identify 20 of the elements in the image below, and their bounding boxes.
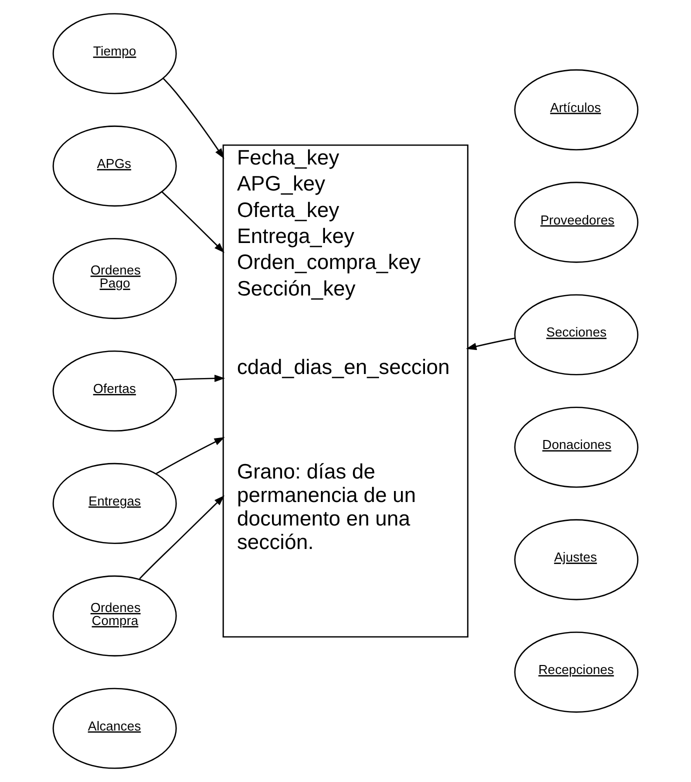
arrow: [156, 437, 225, 474]
node-ellipse: Secciones: [514, 294, 638, 376]
arrow: [162, 192, 224, 253]
node-box: Fecha_key APG_key Oferta_key Entrega_key Orden_compra_key Sección_key cdad_dias_en_seccion Grano: días de permanencia de un documento en una sección.: [222, 144, 468, 638]
node-ellipse: Tiempo: [52, 13, 177, 94]
node-ellipse: Ordenes Pago: [52, 238, 177, 320]
node-ellipse: Donaciones: [514, 406, 638, 488]
node-ellipse: Entregas: [52, 462, 177, 544]
node-ellipse: APGs: [52, 126, 177, 207]
node-ellipse: Proveedores: [514, 182, 638, 263]
node-ellipse: Ordenes Compra: [52, 575, 177, 656]
node-ellipse: Ofertas: [52, 350, 177, 432]
arrow: [466, 338, 515, 350]
node-ellipse: Artículos: [514, 69, 638, 150]
node-ellipse: Alcances: [52, 688, 177, 769]
arrow: [174, 374, 225, 382]
arrow: [162, 78, 224, 159]
node-ellipse: Ajustes: [514, 519, 638, 600]
arrow: [139, 495, 224, 580]
node-ellipse: Recepciones: [514, 632, 638, 713]
